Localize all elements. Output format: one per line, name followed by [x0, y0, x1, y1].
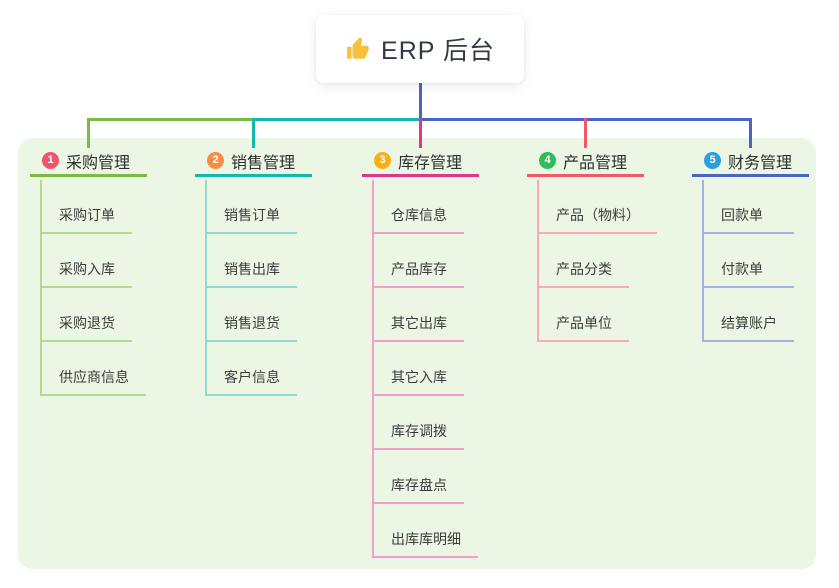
child-node-label: 库存调拨	[391, 423, 447, 439]
child-node[interactable]: 采购入库	[42, 234, 132, 288]
child-node-label: 其它出库	[391, 315, 447, 331]
branch-number-badge: 3	[374, 152, 391, 169]
child-node-label: 供应商信息	[59, 369, 129, 385]
root-node-label: ERP 后台	[381, 37, 495, 65]
child-node-label: 产品库存	[391, 261, 447, 277]
branch-number-badge: 2	[207, 152, 224, 169]
branch-number-badge: 4	[539, 152, 556, 169]
child-node-label: 客户信息	[224, 369, 280, 385]
child-node[interactable]: 回款单	[704, 180, 794, 234]
bus-segment-teal	[252, 118, 419, 121]
child-node-label: 仓库信息	[391, 207, 447, 223]
child-node-label: 采购入库	[59, 261, 115, 277]
child-node-label: 付款单	[721, 261, 763, 277]
branch-header-2[interactable]: 2 销售管理	[195, 147, 312, 177]
branch-header-3[interactable]: 3 库存管理	[362, 147, 479, 177]
branch-number-badge: 1	[42, 152, 59, 169]
child-node[interactable]: 销售退货	[207, 288, 297, 342]
mindmap-panel	[18, 138, 816, 569]
child-node[interactable]: 付款单	[704, 234, 794, 288]
child-node[interactable]: 结算账户	[704, 288, 794, 342]
branch-drop-line-1	[87, 118, 90, 148]
child-node[interactable]: 库存盘点	[374, 450, 464, 504]
child-node[interactable]: 销售订单	[207, 180, 297, 234]
child-node[interactable]: 出库库明细	[374, 504, 478, 558]
branch-header-4[interactable]: 4 产品管理	[527, 147, 644, 177]
bus-segment-green	[87, 118, 252, 121]
child-node-label: 产品（物料）	[556, 207, 640, 223]
child-node-label: 产品单位	[556, 315, 612, 331]
child-node-label: 采购退货	[59, 315, 115, 331]
child-node-label: 销售出库	[224, 261, 280, 277]
branch-children-3: 仓库信息产品库存其它出库其它入库库存调拨库存盘点出库库明细	[372, 180, 478, 558]
branch-title: 财务管理	[728, 154, 793, 172]
branch-title: 采购管理	[66, 154, 131, 172]
child-node[interactable]: 客户信息	[207, 342, 297, 396]
branch-drop-line-3	[419, 118, 422, 148]
child-node-label: 销售订单	[224, 207, 280, 223]
child-node[interactable]: 库存调拨	[374, 396, 464, 450]
branch-title: 销售管理	[231, 154, 296, 172]
branch-number-badge: 5	[704, 152, 721, 169]
branch-drop-line-2	[252, 118, 255, 148]
branch-children-1: 采购订单采购入库采购退货供应商信息	[40, 180, 146, 396]
branch-title: 产品管理	[563, 154, 628, 172]
root-node-erp[interactable]: ERP 后台	[316, 15, 524, 83]
child-node[interactable]: 其它出库	[374, 288, 464, 342]
child-node-label: 产品分类	[556, 261, 612, 277]
child-node[interactable]: 产品（物料）	[539, 180, 657, 234]
child-node-label: 库存盘点	[391, 477, 447, 493]
child-node-label: 出库库明细	[391, 531, 461, 547]
child-node[interactable]: 产品单位	[539, 288, 629, 342]
child-node-label: 采购订单	[59, 207, 115, 223]
child-node-label: 回款单	[721, 207, 763, 223]
thumbs-up-icon	[345, 36, 371, 62]
branch-children-2: 销售订单销售出库销售退货客户信息	[205, 180, 297, 396]
child-node-label: 销售退货	[224, 315, 280, 331]
branch-header-1[interactable]: 1 采购管理	[30, 147, 147, 177]
child-node[interactable]: 采购退货	[42, 288, 132, 342]
branch-drop-line-5	[749, 118, 752, 148]
child-node[interactable]: 供应商信息	[42, 342, 146, 396]
branch-drop-line-4	[584, 118, 587, 148]
child-node[interactable]: 产品分类	[539, 234, 629, 288]
child-node-label: 结算账户	[721, 315, 777, 331]
child-node[interactable]: 销售出库	[207, 234, 297, 288]
branch-children-4: 产品（物料） 产品分类产品单位	[537, 180, 657, 342]
child-node[interactable]: 其它入库	[374, 342, 464, 396]
child-node[interactable]: 仓库信息	[374, 180, 464, 234]
child-node-label: 其它入库	[391, 369, 447, 385]
branch-header-5[interactable]: 5 财务管理	[692, 147, 809, 177]
branch-children-5: 回款单付款单结算账户	[702, 180, 794, 342]
root-connector-line	[419, 83, 422, 118]
child-node[interactable]: 采购订单	[42, 180, 132, 234]
branch-title: 库存管理	[398, 154, 463, 172]
child-node[interactable]: 产品库存	[374, 234, 464, 288]
